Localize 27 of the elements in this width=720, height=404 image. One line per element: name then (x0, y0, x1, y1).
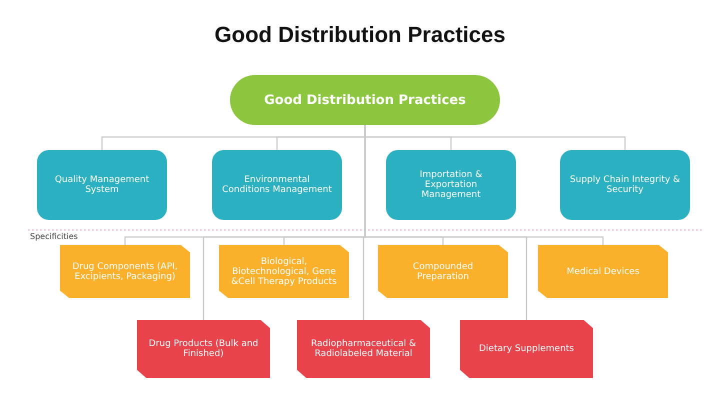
node-label: Dietary Supplements (478, 344, 574, 354)
node-label: Compounded Preparation (412, 262, 474, 282)
node-label: Medical Devices (566, 266, 640, 276)
specificity-tag (297, 320, 430, 378)
connector-line (364, 125, 528, 320)
node-label: Drug Products (Bulk and Finished) (148, 339, 260, 359)
category-box (212, 150, 342, 220)
specificity-tag (378, 245, 508, 298)
node-label: Quality Management System (54, 175, 150, 195)
specificity-tag (219, 245, 349, 298)
node-label: Biological, Biotechnological, Gene &Cell Therapy Products (230, 256, 338, 286)
specificity-tag (60, 245, 190, 298)
section-label: Specificities (30, 232, 78, 241)
specificity-tag (137, 320, 270, 378)
category-box (37, 150, 167, 220)
category-box (386, 150, 516, 220)
specificity-tag (538, 245, 668, 298)
node-label: Radiopharmaceutical & Radiolabeled Material (310, 339, 418, 359)
node-label: Environmental Conditions Management (221, 175, 333, 195)
category-box (560, 150, 690, 220)
node-label: Good Distribution Practices (264, 92, 466, 108)
specificity-tag (460, 320, 593, 378)
root-pill (230, 75, 500, 125)
diagram-title: Good Distribution Practices (214, 22, 506, 48)
node-label: Importation & Exportation Management (418, 170, 484, 200)
node-label: Drug Components (API, Excipients, Packaging) (71, 262, 179, 282)
node-label: Supply Chain Integrity & Security (568, 175, 682, 195)
